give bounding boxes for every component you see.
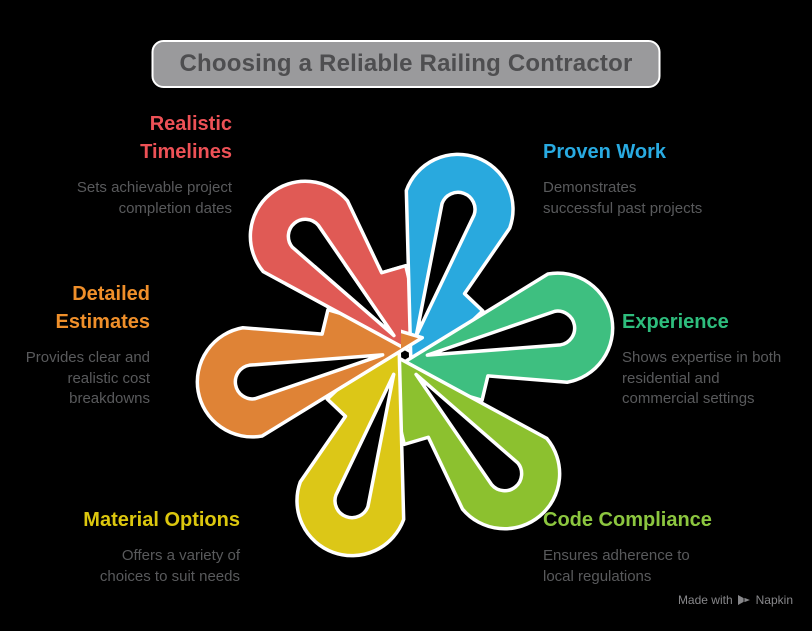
- topic-realistic-timelines-description: Sets achievable project completion dates: [76, 179, 232, 217]
- topic-material-options: Material Options Offers a variety of cho…: [83, 506, 240, 587]
- topic-code-compliance-description: Ensures adherence to local regulations: [543, 547, 690, 585]
- topic-proven-work: Proven Work Demonstrates successful past…: [543, 138, 702, 219]
- topic-code-compliance-label: Code Compliance: [543, 509, 712, 531]
- credit-brand: Napkin: [755, 593, 793, 607]
- topic-experience: Experience Shows expertise in both resid…: [622, 308, 781, 410]
- topic-proven-work-label: Proven Work: [543, 141, 666, 163]
- credit-prefix: Made with: [677, 593, 733, 607]
- topic-material-options-description: Offers a variety of choices to suit need…: [99, 547, 240, 585]
- topic-detailed-estimates-description: Provides clear and realistic cost breakd…: [25, 349, 150, 408]
- napkin-logo-icon: [737, 595, 751, 605]
- topic-experience-label: Experience: [622, 311, 729, 333]
- topic-experience-description: Shows expertise in both residential and …: [622, 349, 782, 408]
- page-title: Choosing a Reliable Railing Contractor: [179, 50, 633, 77]
- topic-realistic-timelines-label: Realistic Timelines: [140, 113, 232, 163]
- made-with-credit: Made with Napkin: [678, 593, 793, 607]
- topic-proven-work-description: Demonstrates successful past projects: [543, 179, 703, 217]
- topic-realistic-timelines: Realistic Timelines Sets achievable proj…: [77, 110, 232, 219]
- topic-material-options-label: Material Options: [83, 509, 240, 531]
- topic-code-compliance: Code Compliance Ensures adherence to loc…: [543, 506, 712, 587]
- title-banner: Choosing a Reliable Railing Contractor: [151, 40, 661, 88]
- topic-detailed-estimates-label: Detailed Estimates: [55, 283, 151, 333]
- topic-detailed-estimates: Detailed Estimates Provides clear and re…: [26, 280, 150, 410]
